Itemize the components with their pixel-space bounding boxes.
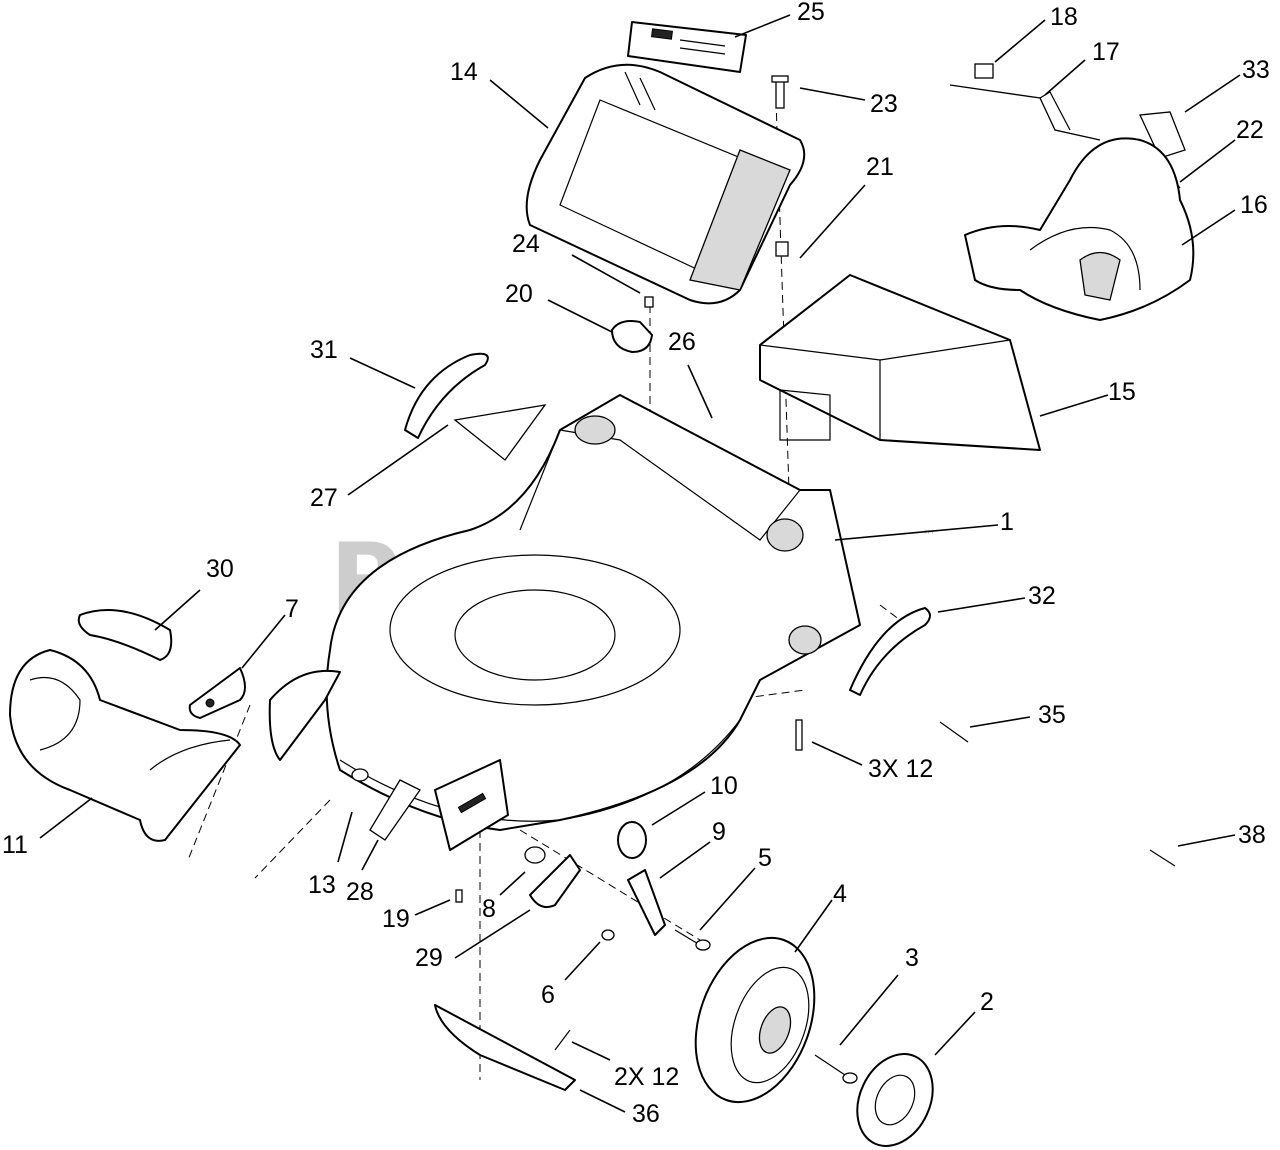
callout-14: 14 bbox=[450, 58, 478, 86]
handle-grip-part-16 bbox=[964, 137, 1195, 321]
callout-24: 24 bbox=[512, 230, 540, 258]
funnel-part-27 bbox=[453, 404, 547, 461]
decal-part-30 bbox=[77, 609, 173, 661]
callout-25: 25 bbox=[797, 0, 825, 26]
callout-4: 4 bbox=[833, 880, 847, 908]
skid-plate-part-36 bbox=[434, 1004, 576, 1091]
trim-part-32 bbox=[849, 607, 931, 696]
hubcap-part-2 bbox=[856, 1053, 934, 1147]
callout-30: 30 bbox=[206, 555, 234, 583]
callout-32: 32 bbox=[1028, 582, 1056, 610]
callout-2: 2 bbox=[980, 988, 994, 1016]
callout-18: 18 bbox=[1050, 3, 1078, 31]
callout-26: 26 bbox=[668, 328, 696, 356]
callout-15: 15 bbox=[1108, 378, 1136, 406]
callout-20: 20 bbox=[505, 280, 533, 308]
callout-36: 36 bbox=[632, 1100, 660, 1128]
leader-lines bbox=[39, 14, 1241, 1113]
nut-part-13 bbox=[351, 768, 369, 782]
clip-part-18 bbox=[974, 63, 994, 79]
handle-cover-part-14 bbox=[525, 63, 806, 305]
callout-21: 21 bbox=[866, 153, 894, 181]
mower-deck-part-1 bbox=[325, 394, 861, 831]
plate-part-29 bbox=[529, 854, 581, 908]
screw-part-19 bbox=[455, 889, 463, 903]
callout-28: 28 bbox=[346, 878, 374, 906]
callout-13: 13 bbox=[308, 871, 336, 899]
callout-16: 16 bbox=[1240, 191, 1268, 219]
callout-3: 3 bbox=[905, 944, 919, 972]
callout-17: 17 bbox=[1092, 38, 1120, 66]
callout-10: 10 bbox=[710, 772, 738, 800]
callout-31: 31 bbox=[310, 336, 338, 364]
label-decal-part-25 bbox=[627, 21, 747, 73]
callout-6: 6 bbox=[541, 981, 555, 1009]
height-adjuster-part-28 bbox=[369, 779, 421, 841]
callout-2x12: 2X 12 bbox=[614, 1063, 679, 1091]
callout-33: 33 bbox=[1242, 56, 1270, 84]
callout-29: 29 bbox=[415, 944, 443, 972]
bail-rod-part-17 bbox=[949, 84, 1101, 141]
bolt-part-3 bbox=[814, 1054, 858, 1084]
callout-3x12: 3X 12 bbox=[868, 755, 933, 783]
callout-11: 11 bbox=[2, 831, 28, 859]
knob-part-20 bbox=[611, 320, 653, 353]
pin-part-38 bbox=[1149, 849, 1176, 867]
front-adjuster-plate bbox=[434, 759, 509, 851]
plate-part-33 bbox=[1139, 111, 1186, 159]
callout-27: 27 bbox=[310, 484, 338, 512]
wheel-part-4 bbox=[694, 936, 816, 1104]
callout-7: 7 bbox=[285, 595, 299, 623]
bracket-part-9 bbox=[627, 869, 666, 936]
callout-38: 38 bbox=[1238, 821, 1266, 849]
cap-part-10 bbox=[617, 821, 647, 859]
side-plate-left bbox=[268, 669, 341, 761]
callout-19: 19 bbox=[382, 905, 410, 933]
washer-part-6 bbox=[601, 929, 615, 941]
callout-labels: 25 18 17 33 14 23 22 21 16 24 20 26 31 1… bbox=[2, 0, 1270, 1128]
chute-part-15 bbox=[759, 274, 1041, 451]
pin-part-35 bbox=[939, 721, 969, 743]
trim-part-31 bbox=[404, 352, 489, 439]
screw-2x12 bbox=[554, 1029, 571, 1051]
washer-part-8 bbox=[524, 846, 546, 864]
screw-part-24 bbox=[644, 296, 654, 308]
rear-cover-part-11 bbox=[9, 649, 241, 842]
callout-1: 1 bbox=[1000, 508, 1014, 536]
callout-22: 22 bbox=[1236, 116, 1264, 144]
callout-5: 5 bbox=[758, 844, 772, 872]
callout-8: 8 bbox=[482, 895, 496, 923]
bolt-3x12 bbox=[795, 719, 803, 751]
bolt-part-5 bbox=[674, 929, 711, 951]
callout-35: 35 bbox=[1038, 701, 1066, 729]
bolt-part-23 bbox=[771, 75, 789, 109]
callout-23: 23 bbox=[870, 90, 898, 118]
bracket-part-7 bbox=[188, 667, 246, 719]
callout-9: 9 bbox=[712, 818, 726, 846]
nut-part-21 bbox=[775, 241, 789, 257]
